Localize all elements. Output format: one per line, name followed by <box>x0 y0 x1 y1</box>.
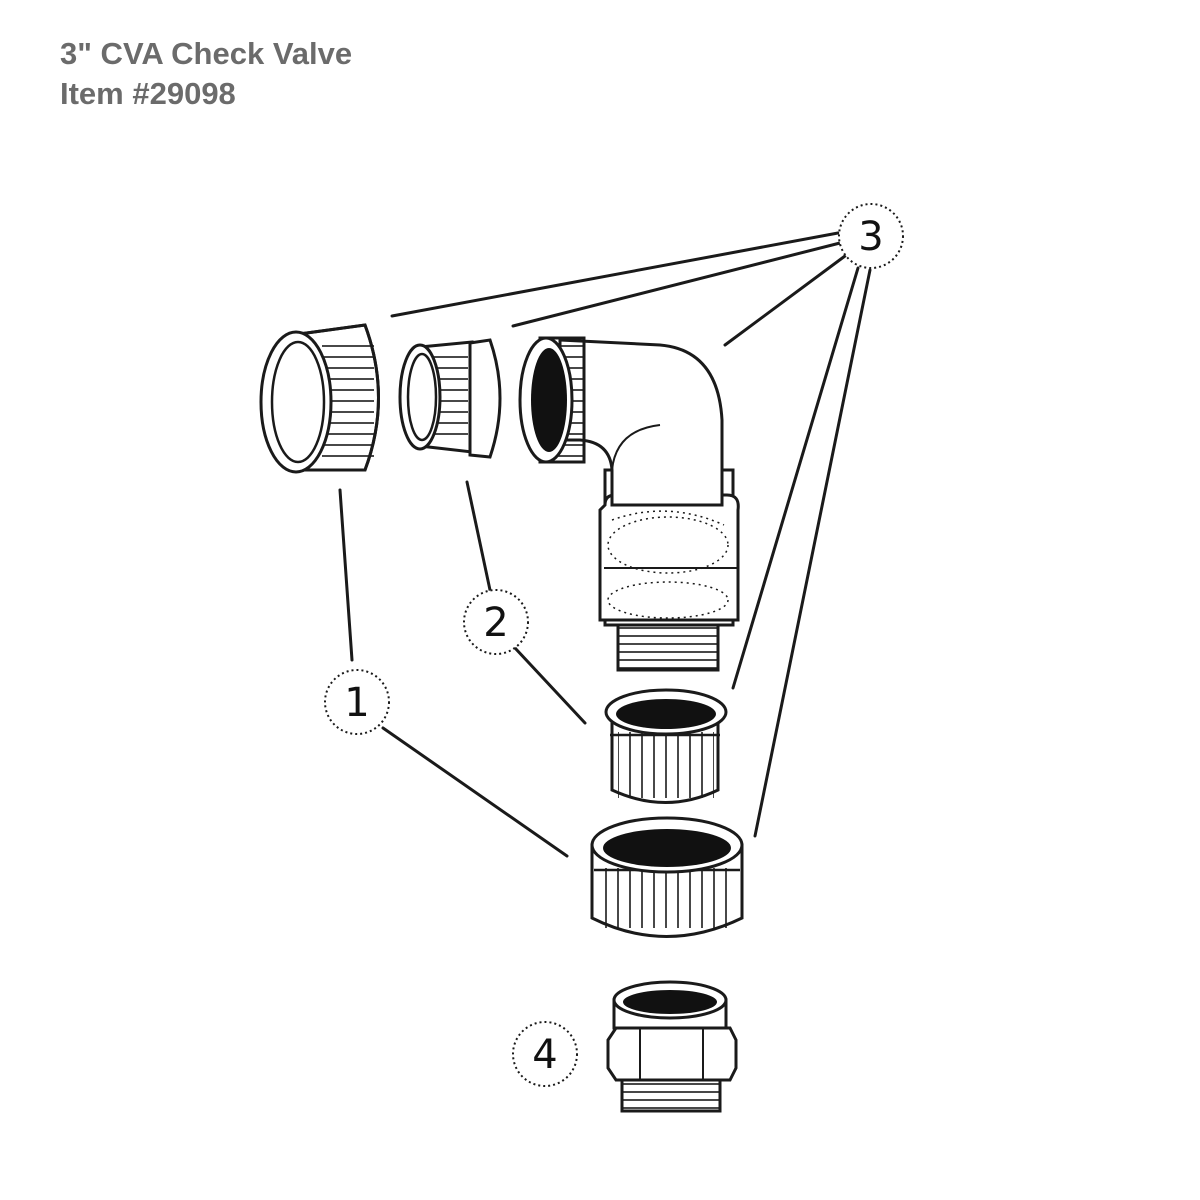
callout-2: 2 <box>463 589 529 655</box>
tail-piece-top <box>398 338 502 459</box>
check-valve-body <box>518 336 740 672</box>
callout-4-label: 4 <box>532 1032 557 1078</box>
leader-lines <box>338 231 872 858</box>
product-title: 3" CVA Check Valve <box>60 36 353 71</box>
tail-piece-bottom <box>604 688 728 804</box>
hex-adapter <box>606 980 738 1113</box>
title-block: 3" CVA Check Valve Item #29098 <box>60 34 352 114</box>
item-number: Item #29098 <box>60 76 236 111</box>
union-nut-bottom <box>590 816 744 938</box>
callout-1-label: 1 <box>344 680 369 726</box>
callout-3-label: 3 <box>858 214 883 260</box>
callout-2-label: 2 <box>483 600 508 646</box>
union-nut-top <box>259 323 380 474</box>
callout-1: 1 <box>324 669 390 735</box>
callout-3: 3 <box>838 203 904 269</box>
callout-4: 4 <box>512 1021 578 1087</box>
